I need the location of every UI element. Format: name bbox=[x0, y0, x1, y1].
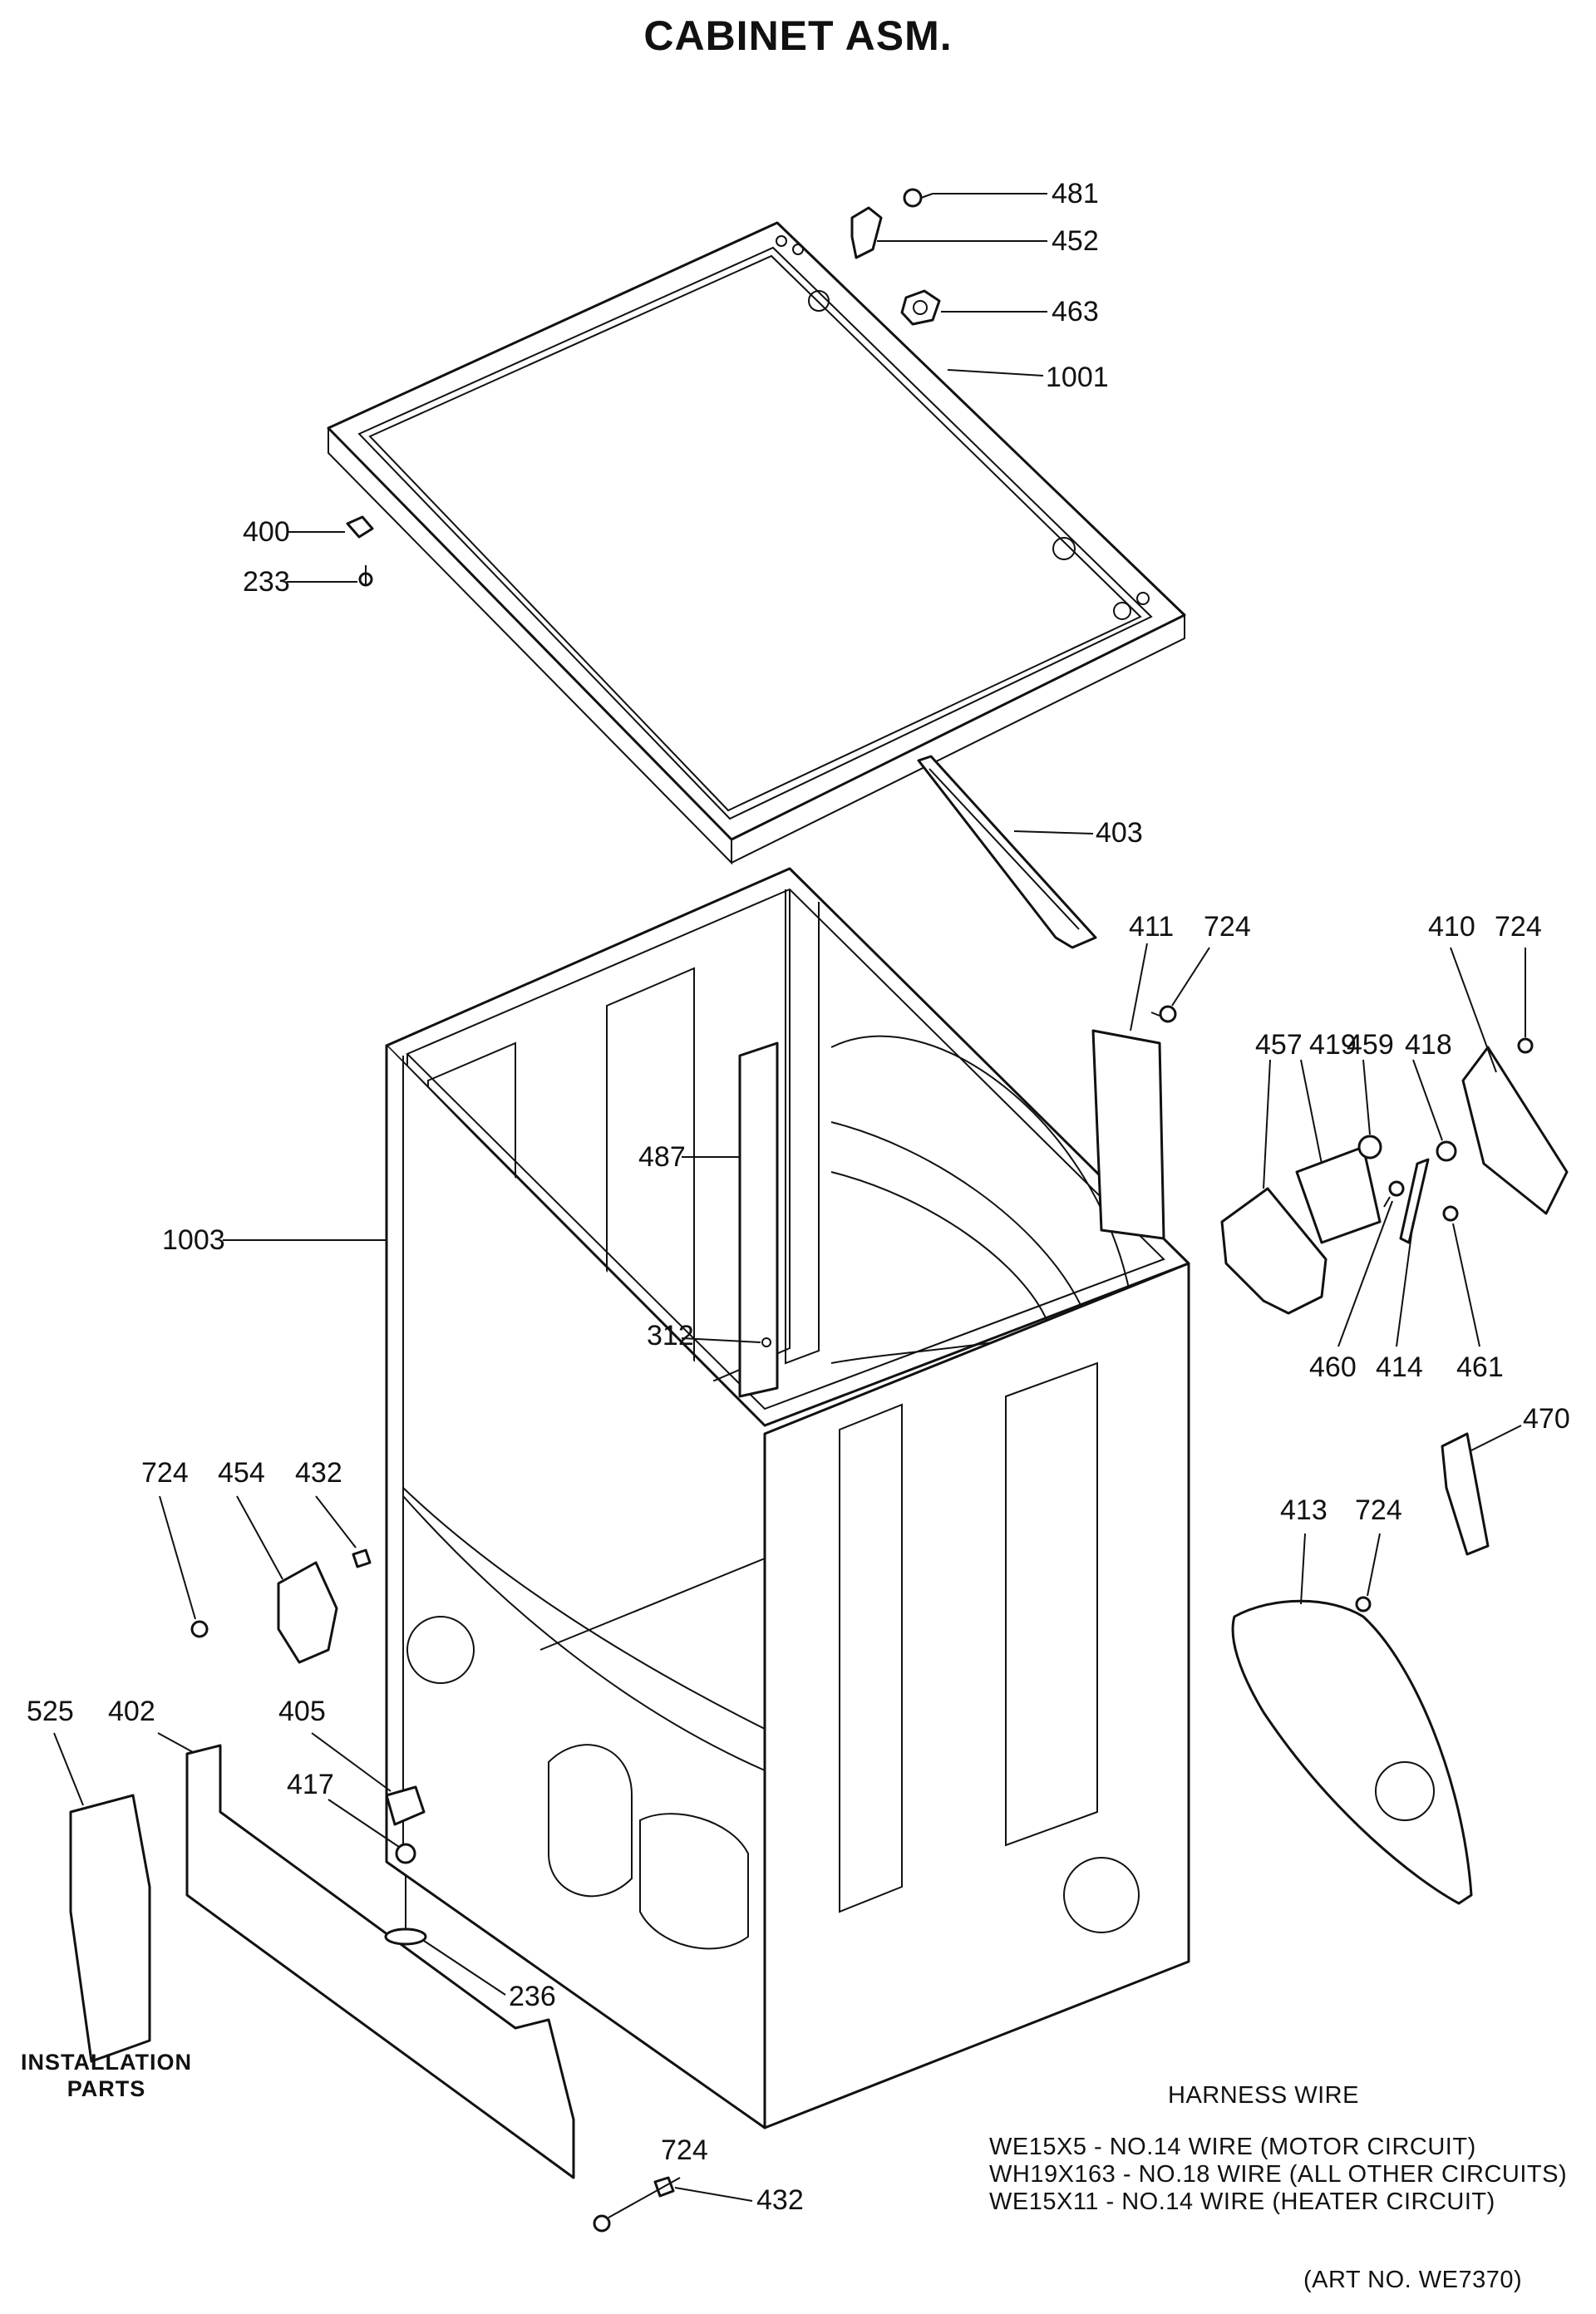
part-724-screw-e bbox=[593, 2214, 611, 2233]
art-number: (ART NO. WE7370) bbox=[1303, 2267, 1523, 2293]
part-405-bracket bbox=[385, 1785, 426, 1826]
installation-parts-caption: INSTALLATION PARTS bbox=[7, 2049, 206, 2102]
callout-452: 452 bbox=[1052, 225, 1099, 257]
callout-481: 481 bbox=[1052, 178, 1099, 209]
callout-411: 411 bbox=[1129, 911, 1175, 943]
callout-414: 414 bbox=[1376, 1351, 1423, 1383]
part-470-cover bbox=[1441, 1432, 1490, 1556]
callout-454: 454 bbox=[218, 1457, 265, 1489]
part-419-terminal-block bbox=[1295, 1145, 1382, 1244]
callout-1003: 1003 bbox=[162, 1224, 225, 1256]
part-236-leveling-leg bbox=[384, 1874, 427, 1946]
callout-418: 418 bbox=[1405, 1029, 1452, 1061]
part-463-clip bbox=[900, 289, 941, 326]
callout-724-e: 724 bbox=[661, 2134, 708, 2166]
cabinet-body-part bbox=[385, 867, 1190, 2129]
part-414-strap bbox=[1399, 1158, 1430, 1244]
callout-724-c: 724 bbox=[141, 1457, 189, 1489]
callout-403: 403 bbox=[1096, 817, 1143, 849]
callout-460: 460 bbox=[1309, 1351, 1357, 1383]
leader-lines bbox=[53, 193, 1526, 2218]
part-411-plate bbox=[1091, 1029, 1165, 1240]
callout-432-a: 432 bbox=[295, 1457, 342, 1489]
part-417-nut bbox=[395, 1843, 416, 1864]
part-432-clip-a bbox=[352, 1548, 372, 1568]
callout-419: 419 bbox=[1309, 1029, 1357, 1061]
callout-233: 233 bbox=[243, 566, 290, 598]
callout-417: 417 bbox=[287, 1769, 334, 1800]
callout-487: 487 bbox=[638, 1141, 686, 1173]
harness-heading: HARNESS WIRE bbox=[1168, 2082, 1359, 2109]
callout-457: 457 bbox=[1255, 1029, 1303, 1061]
callout-525: 525 bbox=[27, 1696, 74, 1727]
part-402-toe-panel bbox=[185, 1744, 575, 2179]
harness-line-2: WH19X163 - NO.18 WIRE (ALL OTHER CIRCUIT… bbox=[989, 2161, 1568, 2188]
part-724-screw-c bbox=[1355, 1596, 1372, 1612]
installation-line-1: INSTALLATION bbox=[21, 2050, 192, 2075]
part-724-screw-a bbox=[1150, 1005, 1177, 1023]
part-459-nut bbox=[1357, 1135, 1382, 1159]
part-418-nut bbox=[1436, 1140, 1457, 1162]
part-724-screw-b bbox=[1517, 1037, 1534, 1054]
callout-724-d: 724 bbox=[1355, 1494, 1402, 1526]
callout-463: 463 bbox=[1052, 296, 1099, 327]
callout-410: 410 bbox=[1428, 911, 1475, 943]
part-454-switch bbox=[277, 1561, 338, 1664]
harness-line-3: WE15X11 - NO.14 WIRE (HEATER CIRCUIT) bbox=[989, 2188, 1495, 2215]
callout-402: 402 bbox=[108, 1696, 155, 1727]
top-cover-part bbox=[327, 221, 1186, 865]
part-452-bracket bbox=[850, 206, 883, 259]
callout-432-b: 432 bbox=[756, 2184, 804, 2216]
callout-405: 405 bbox=[278, 1696, 326, 1727]
installation-line-2: PARTS bbox=[66, 2076, 146, 2101]
callout-470: 470 bbox=[1523, 1403, 1570, 1435]
part-724-screw-d bbox=[190, 1620, 209, 1638]
harness-line-1: WE15X5 - NO.14 WIRE (MOTOR CIRCUIT) bbox=[989, 2134, 1476, 2160]
callout-459: 459 bbox=[1347, 1029, 1394, 1061]
diagram-title: CABINET ASM. bbox=[643, 12, 953, 59]
callout-400: 400 bbox=[243, 516, 290, 548]
part-481-screw bbox=[903, 188, 933, 208]
part-525-installation-bag bbox=[69, 1794, 151, 2063]
part-460-screw bbox=[1383, 1180, 1405, 1208]
part-457-bracket bbox=[1220, 1187, 1328, 1315]
callout-724-b: 724 bbox=[1495, 911, 1542, 943]
callout-1001: 1001 bbox=[1046, 362, 1109, 393]
part-403-rail bbox=[917, 755, 1097, 949]
part-400-clip bbox=[346, 515, 374, 539]
part-413-duct-cover bbox=[1231, 1599, 1473, 1905]
callout-413: 413 bbox=[1280, 1494, 1328, 1526]
callout-312: 312 bbox=[647, 1320, 694, 1351]
callout-236: 236 bbox=[509, 1981, 556, 2012]
callout-461: 461 bbox=[1456, 1351, 1504, 1383]
callout-724-a: 724 bbox=[1204, 911, 1251, 943]
part-410-bracket bbox=[1461, 1046, 1569, 1215]
part-233-screw bbox=[358, 565, 373, 587]
part-487-strip bbox=[738, 1041, 779, 1398]
part-461-screw bbox=[1442, 1205, 1459, 1222]
